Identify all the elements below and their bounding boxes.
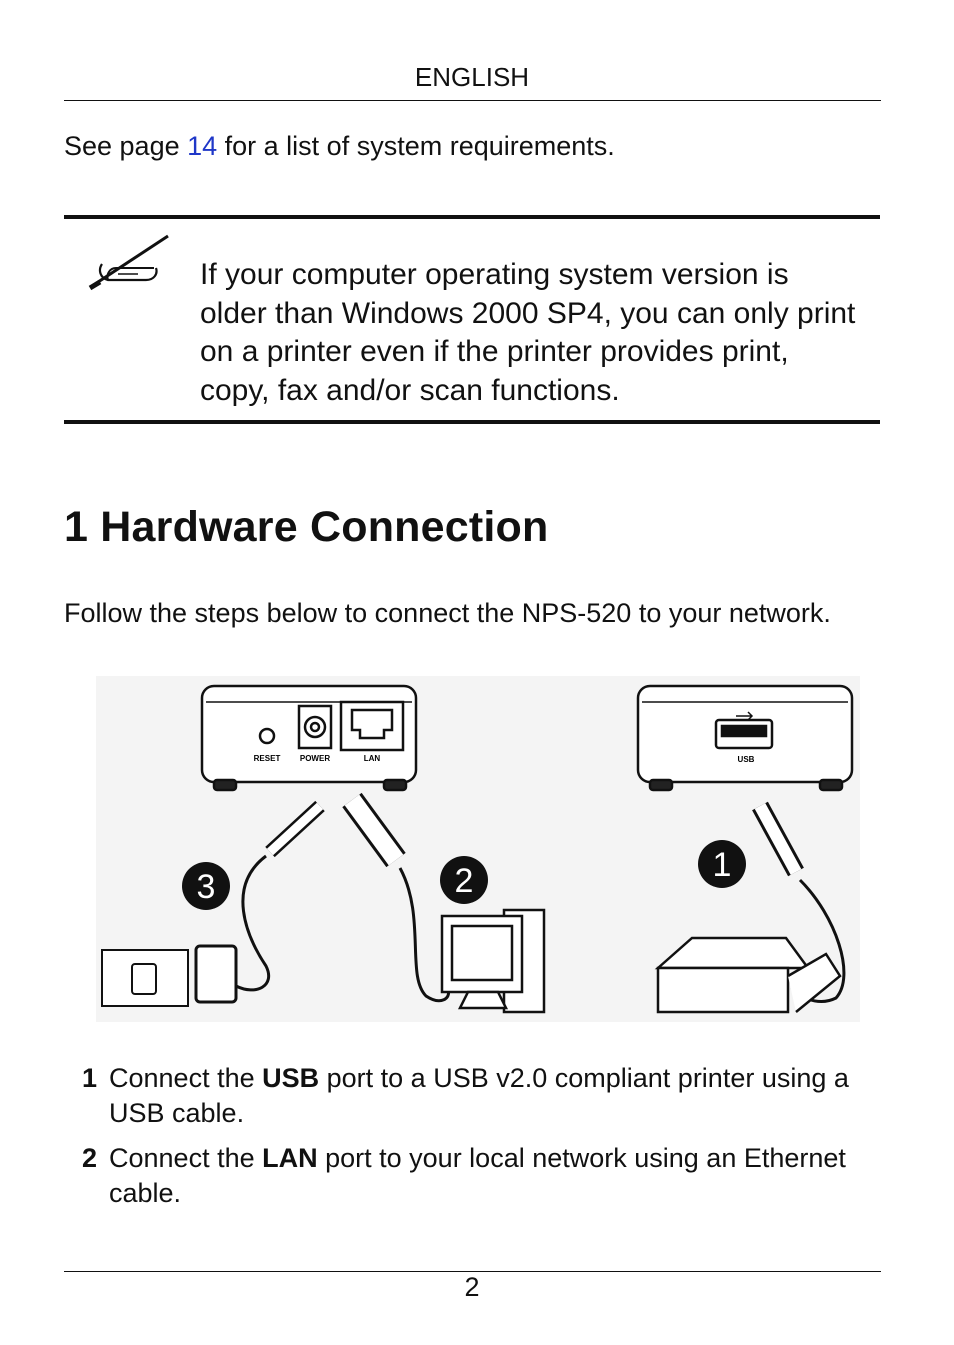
- device-rear-panel: [200, 684, 418, 792]
- step-marker-3-label: 3: [197, 868, 216, 906]
- usb-term: USB: [262, 1063, 320, 1093]
- note-text: If your computer operating system versio…: [200, 258, 856, 407]
- step-marker-2-label: 2: [455, 862, 474, 900]
- lan-label: LAN: [364, 754, 381, 763]
- step-marker-1-label: 1: [713, 846, 732, 884]
- section-intro: Follow the steps below to connect the NP…: [64, 598, 831, 628]
- step-marker-3: 3: [182, 862, 230, 910]
- page-link[interactable]: 14: [187, 131, 218, 161]
- reset-label: RESET: [254, 754, 281, 763]
- power-label: POWER: [300, 754, 330, 763]
- intro-prefix: See page: [64, 131, 188, 161]
- step-item-2: 2 Connect the LAN port to your local net…: [82, 1141, 862, 1213]
- lan-cable: [342, 792, 451, 1003]
- power-cable: [101, 800, 325, 1007]
- pencil-note-icon: [88, 234, 169, 291]
- step-item-1: 1 Connect the USB port to a USB v2.0 com…: [82, 1061, 862, 1133]
- hardware-connection-figure: RESET POWER LAN USB: [96, 676, 860, 1022]
- step-number: 2: [82, 1143, 98, 1173]
- step-marker-2: 2: [440, 856, 488, 904]
- computer: [440, 908, 546, 1014]
- lan-term: LAN: [262, 1143, 318, 1173]
- step-number: 1: [82, 1063, 98, 1093]
- device-usb-panel: [636, 684, 854, 792]
- printer: [654, 936, 842, 1014]
- header-divider: [64, 100, 881, 101]
- step-marker-1: 1: [698, 840, 746, 888]
- footer-divider: [64, 1271, 881, 1272]
- note-bottom-border: [64, 420, 880, 424]
- step-text: Connect the USB port to a USB v2.0 compl…: [109, 1063, 849, 1128]
- step-text: Connect the LAN port to your local netwo…: [109, 1143, 846, 1208]
- note-top-border: [64, 215, 880, 219]
- section-title: 1 Hardware Connection: [64, 503, 549, 551]
- intro-line: See page 14 for a list of system require…: [64, 128, 615, 164]
- header-language: ENGLISH: [414, 62, 530, 92]
- usb-label: USB: [738, 755, 755, 764]
- page-number: 2: [464, 1272, 480, 1302]
- intro-suffix: for a list of system requirements.: [217, 131, 615, 161]
